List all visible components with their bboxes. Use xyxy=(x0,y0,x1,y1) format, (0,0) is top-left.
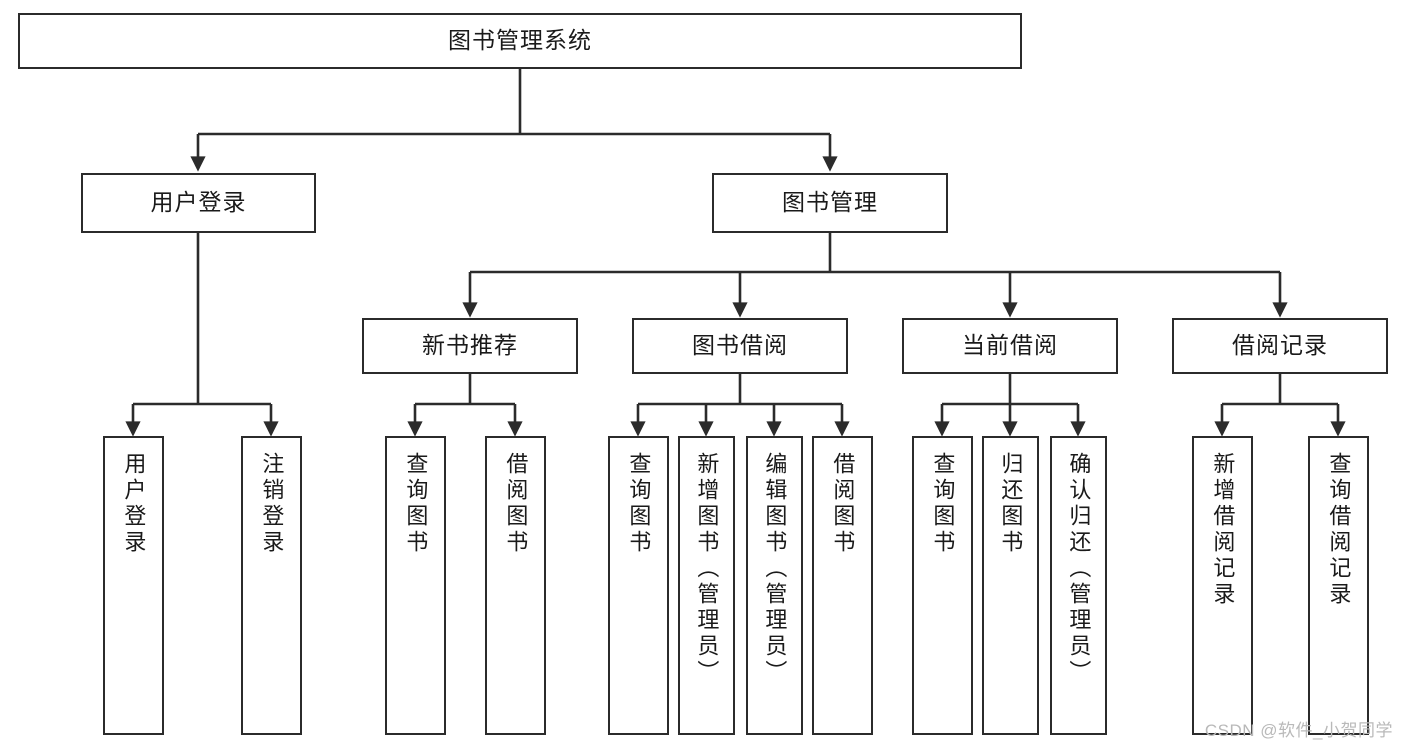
node-leaf-label: 用户登录 xyxy=(121,452,147,556)
node-borrow-record[interactable]: 借阅记录 xyxy=(1172,318,1388,374)
watermark: CSDN @软件_小贺同学 xyxy=(1204,721,1393,740)
node-leaf-label: 新增图书（管理员） xyxy=(694,452,720,686)
node-leaf-borrow-query-book[interactable]: 查询图书 xyxy=(608,436,669,735)
node-user-login-label: 用户登录 xyxy=(150,189,247,216)
node-leaf-recommend-borrow-book[interactable]: 借阅图书 xyxy=(485,436,546,735)
node-leaf-user-login-login[interactable]: 用户登录 xyxy=(103,436,164,735)
node-current-borrow-label: 当前借阅 xyxy=(962,332,1058,359)
node-leaf-label: 查询借阅记录 xyxy=(1326,452,1352,608)
node-borrow-record-label: 借阅记录 xyxy=(1232,332,1328,359)
node-leaf-label: 借阅图书 xyxy=(503,452,529,556)
node-new-book-recommend-label: 新书推荐 xyxy=(422,332,518,359)
node-leaf-user-login-logout[interactable]: 注销登录 xyxy=(241,436,302,735)
node-leaf-borrow-edit-book-admin[interactable]: 编辑图书（管理员） xyxy=(746,436,803,735)
node-user-login[interactable]: 用户登录 xyxy=(81,173,316,233)
node-leaf-label: 编辑图书（管理员） xyxy=(762,452,788,686)
node-leaf-recommend-query-book[interactable]: 查询图书 xyxy=(385,436,446,735)
node-leaf-current-confirm-return-admin[interactable]: 确认归还（管理员） xyxy=(1050,436,1107,735)
node-leaf-record-add-record[interactable]: 新增借阅记录 xyxy=(1192,436,1253,735)
node-leaf-current-query-book[interactable]: 查询图书 xyxy=(912,436,973,735)
node-leaf-borrow-borrow-book[interactable]: 借阅图书 xyxy=(812,436,873,735)
node-book-management-label: 图书管理 xyxy=(782,189,878,216)
node-leaf-label: 新增借阅记录 xyxy=(1210,452,1236,608)
node-leaf-label: 查询图书 xyxy=(930,452,956,556)
node-book-management[interactable]: 图书管理 xyxy=(712,173,948,233)
node-leaf-label: 查询图书 xyxy=(403,452,429,556)
node-root[interactable]: 图书管理系统 xyxy=(18,13,1022,69)
node-leaf-label: 归还图书 xyxy=(998,452,1024,556)
node-book-borrow[interactable]: 图书借阅 xyxy=(632,318,848,374)
node-leaf-record-query-record[interactable]: 查询借阅记录 xyxy=(1308,436,1369,735)
node-new-book-recommend[interactable]: 新书推荐 xyxy=(362,318,578,374)
node-leaf-current-return-book[interactable]: 归还图书 xyxy=(982,436,1039,735)
node-leaf-label: 查询图书 xyxy=(626,452,652,556)
node-leaf-label: 确认归还（管理员） xyxy=(1066,452,1092,686)
node-book-borrow-label: 图书借阅 xyxy=(692,332,788,359)
node-leaf-borrow-add-book-admin[interactable]: 新增图书（管理员） xyxy=(678,436,735,735)
node-leaf-label: 借阅图书 xyxy=(830,452,856,556)
node-root-label: 图书管理系统 xyxy=(448,27,592,54)
node-leaf-label: 注销登录 xyxy=(259,452,285,556)
node-current-borrow[interactable]: 当前借阅 xyxy=(902,318,1118,374)
